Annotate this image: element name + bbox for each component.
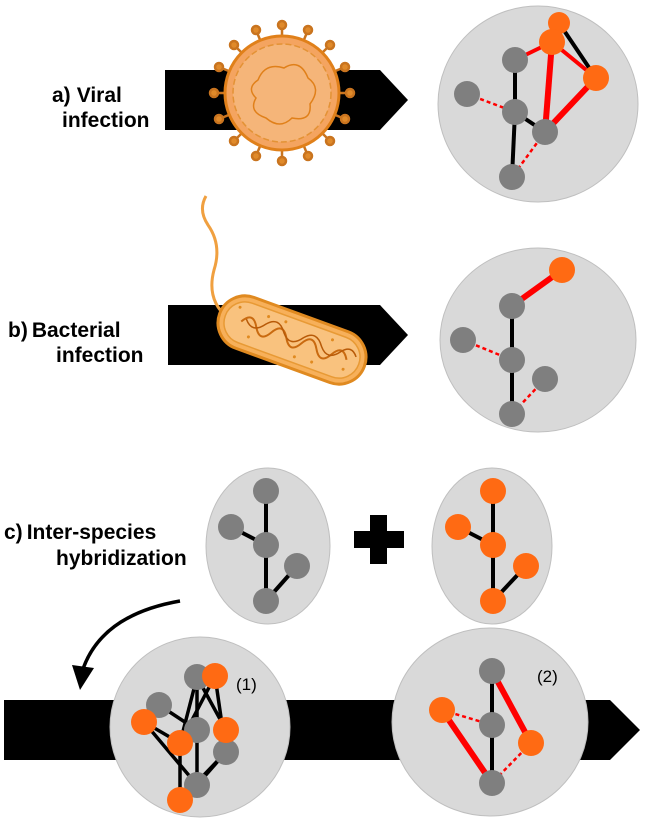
node — [532, 119, 558, 145]
node — [532, 366, 558, 392]
node — [549, 257, 575, 283]
node — [284, 553, 310, 579]
node — [499, 293, 525, 319]
node — [539, 29, 565, 55]
node — [499, 401, 525, 427]
panel-c: c)Inter-species hybridization — [4, 467, 640, 818]
node — [518, 730, 544, 756]
label-b-line1: b)Bacterial — [8, 319, 121, 342]
node — [429, 697, 455, 723]
node — [499, 347, 525, 373]
hybrid-network-1: (1) — [109, 636, 291, 818]
node — [454, 81, 480, 107]
panel-a: a)Viral infection — [52, 5, 639, 203]
label-c-line2: hybridization — [56, 547, 187, 570]
node — [167, 730, 193, 756]
node — [253, 588, 279, 614]
node — [480, 532, 506, 558]
hybrid-network-2: (2) — [391, 627, 589, 817]
node — [502, 99, 528, 125]
label-c-line1: c)Inter-species — [4, 521, 156, 544]
network-b-blob — [439, 247, 637, 433]
network-a-blob — [437, 5, 639, 203]
node — [184, 772, 210, 798]
node — [131, 709, 157, 735]
node — [213, 717, 239, 743]
node — [513, 553, 539, 579]
panel-b: b)Bacterial infection — [8, 195, 637, 433]
node — [480, 478, 506, 504]
node — [445, 514, 471, 540]
node — [253, 478, 279, 504]
virus-icon — [208, 19, 356, 167]
hybrid-2-label: (2) — [537, 667, 558, 686]
label-b-line2: infection — [56, 344, 144, 367]
node — [167, 787, 193, 813]
node — [202, 663, 228, 689]
node — [218, 514, 244, 540]
label-a-line2: infection — [62, 109, 150, 132]
node — [479, 770, 505, 796]
node — [253, 532, 279, 558]
parent-network-foreign — [431, 467, 553, 625]
plus-icon — [354, 515, 404, 564]
node — [548, 12, 570, 34]
node — [502, 47, 528, 73]
node — [213, 739, 239, 765]
bacterium-icon — [201, 195, 368, 386]
node — [479, 658, 505, 684]
node — [479, 712, 505, 738]
node — [146, 692, 172, 718]
network-b — [439, 247, 637, 433]
network-a — [437, 5, 639, 203]
node — [480, 588, 506, 614]
parent-network-host — [205, 467, 331, 625]
curved-arrow-icon — [72, 599, 181, 690]
node — [583, 65, 609, 91]
hybrid-1-label: (1) — [236, 675, 257, 694]
node — [450, 327, 476, 353]
label-a-line1: a)Viral — [52, 84, 122, 107]
node — [499, 164, 525, 190]
